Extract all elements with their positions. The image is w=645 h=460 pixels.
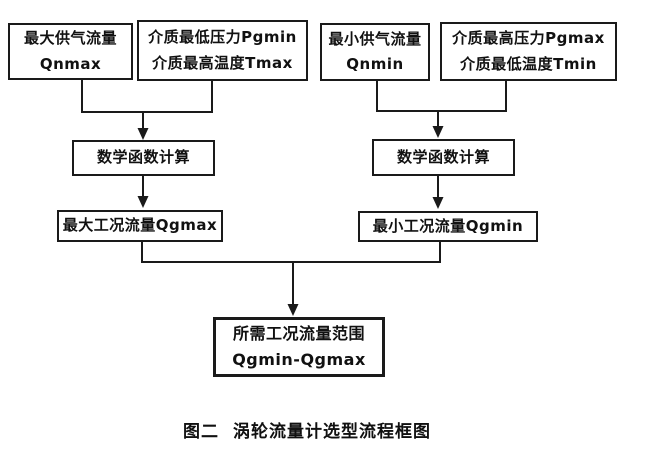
node-label: 介质最低温度Tmin [460,54,597,73]
node-calc-right: 数学函数计算 [372,139,515,176]
connector-merge-right-top [376,81,507,127]
node-qnmin: 最小供气流量 Qnmin [320,23,430,81]
node-label: 最大工况流量Qgmax [62,216,218,235]
node-qnmax: 最大供气流量 Qnmax [8,23,133,80]
node-label: Qnmin [346,55,404,73]
node-pgmax-tmin: 介质最高压力Pgmax 介质最低温度Tmin [440,22,617,81]
node-label: 介质最低压力Pgmin [148,28,297,46]
connector-merge-left-top [81,80,213,129]
node-label: 介质最高压力Pgmax [452,29,605,47]
node-label: 最小工况流量Qgmin [372,216,524,235]
figure-caption-title: 涡轮流量计选型流程框图 [233,422,431,442]
node-label: 介质最高温度Tmax [152,53,293,72]
node-label: 所需工况流量范围 [232,324,365,344]
node-label: Qgmin-Qgmax [232,350,366,369]
node-pgmin-tmax: 介质最低压力Pgmin 介质最高温度Tmax [137,20,308,81]
figure-caption: 图二 涡轮流量计选型流程框图 [100,417,514,442]
node-label: 数学函数计算 [396,147,490,166]
arrowhead-right-top [432,126,444,138]
arrowhead-left-top [137,128,149,140]
arrowhead-calc-right [432,197,444,209]
figure-caption-number: 图二 [183,422,219,442]
node-label: 最大供气流量 [23,29,117,47]
node-label: Qnmax [39,54,102,73]
node-calc-left: 数学函数计算 [72,140,215,176]
connector-merge-bottom [141,242,441,305]
node-label: 最小供气流量 [328,29,422,48]
arrowhead-calc-left [137,196,149,208]
node-label: 数学函数计算 [96,148,190,167]
arrowhead-bottom [287,304,299,316]
node-qgmin: 最小工况流量Qgmin [358,211,538,242]
node-qgmax: 最大工况流量Qgmax [57,210,223,242]
node-result: 所需工况流量范围 Qgmin-Qgmax [213,317,385,377]
